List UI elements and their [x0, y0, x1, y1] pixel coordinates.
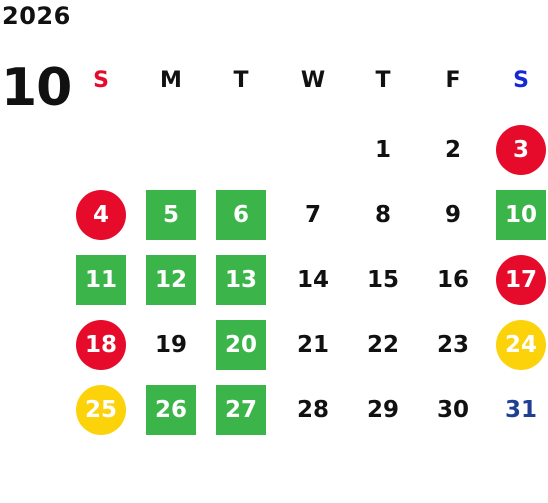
day-29[interactable]: 29 [366, 397, 399, 423]
day-17[interactable]: 17 [496, 255, 546, 305]
weekday-wed: W [300, 68, 326, 93]
day-27[interactable]: 27 [216, 385, 266, 435]
day-12[interactable]: 12 [146, 255, 196, 305]
day-5[interactable]: 5 [146, 190, 196, 240]
day-6[interactable]: 6 [216, 190, 266, 240]
day-19[interactable]: 19 [154, 332, 187, 358]
day-11[interactable]: 11 [76, 255, 126, 305]
day-26[interactable]: 26 [146, 385, 196, 435]
day-15[interactable]: 15 [366, 267, 399, 293]
day-16[interactable]: 16 [436, 267, 469, 293]
day-21[interactable]: 21 [296, 332, 329, 358]
day-7[interactable]: 7 [304, 202, 321, 228]
day-28[interactable]: 28 [296, 397, 329, 423]
weekday-sat: S [513, 68, 529, 93]
day-30[interactable]: 30 [436, 397, 469, 423]
day-10[interactable]: 10 [496, 190, 546, 240]
day-18[interactable]: 18 [76, 320, 126, 370]
weekday-sun: S [93, 68, 109, 93]
day-22[interactable]: 22 [366, 332, 399, 358]
day-9[interactable]: 9 [444, 202, 461, 228]
day-23[interactable]: 23 [436, 332, 469, 358]
day-3[interactable]: 3 [496, 125, 546, 175]
day-2[interactable]: 2 [444, 137, 461, 163]
weekday-fri: F [445, 68, 461, 93]
weekday-thu: T [375, 68, 391, 93]
day-20[interactable]: 20 [216, 320, 266, 370]
day-8[interactable]: 8 [374, 202, 391, 228]
calendar-year: 2026 [2, 2, 71, 30]
day-13[interactable]: 13 [216, 255, 266, 305]
day-1[interactable]: 1 [374, 137, 391, 163]
day-14[interactable]: 14 [296, 267, 329, 293]
day-4[interactable]: 4 [76, 190, 126, 240]
weekday-tue: T [233, 68, 249, 93]
day-25[interactable]: 25 [76, 385, 126, 435]
day-31[interactable]: 31 [504, 397, 537, 423]
calendar-month: 10 [1, 58, 72, 118]
day-24[interactable]: 24 [496, 320, 546, 370]
weekday-mon: M [160, 68, 182, 93]
